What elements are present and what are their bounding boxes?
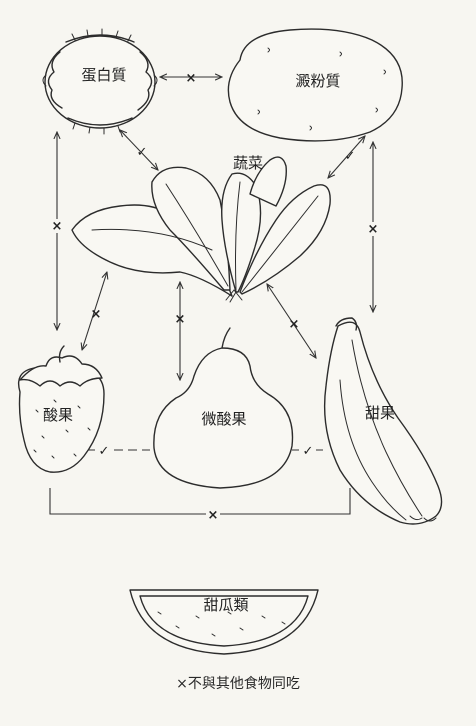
label-sweet-fruit: 甜果: [365, 404, 395, 422]
compatible-mark: ✓: [303, 444, 314, 459]
connection-protein-acidfruit: ×: [51, 132, 63, 330]
connection-protein-vegetables: ✓: [120, 130, 158, 170]
connection-protein-starch: ×: [160, 71, 222, 86]
connection-starch-sweetfruit: ×: [367, 142, 379, 312]
connection-starch-vegetables: ✓: [328, 136, 365, 178]
compatible-mark: ✓: [345, 149, 356, 164]
connection-vegetables-sweetfruit: ×: [267, 284, 316, 358]
label-protein: 蛋白質: [81, 66, 126, 84]
incompatible-mark: ×: [368, 222, 379, 237]
banana-icon: [323, 317, 443, 525]
connection-subacidfruit-sweetfruit: ✓: [292, 441, 328, 459]
potato-icon: [227, 28, 403, 142]
label-melons: 甜瓜類: [203, 596, 248, 614]
spinach-icon: [71, 156, 331, 303]
footnote: ×不與其他食物同吃: [176, 676, 300, 692]
connection-acidfruit-sweetfruit: ×: [49, 488, 351, 523]
label-acid-fruit: 酸果: [43, 406, 73, 424]
incompatible-mark: ×: [91, 307, 102, 322]
connection-acidfruit-subacidfruit: ✓: [86, 441, 150, 459]
compatible-mark: ✓: [99, 444, 110, 459]
incompatible-mark: ×: [289, 317, 300, 332]
label-vegetables: 蔬菜: [233, 154, 263, 172]
egg-icon: [42, 28, 158, 135]
compatible-mark: ✓: [137, 145, 148, 160]
incompatible-mark: ×: [186, 71, 197, 86]
label-starch: 澱粉質: [295, 72, 340, 90]
incompatible-mark: ×: [175, 312, 186, 327]
incompatible-mark: ×: [208, 508, 219, 523]
label-subacid-fruit: 微酸果: [201, 410, 246, 428]
connection-vegetables-subacidfruit: ×: [175, 282, 186, 380]
connection-vegetables-acidfruit: ×: [82, 272, 107, 350]
strawberry-icon: [17, 345, 105, 473]
pear-icon: [153, 327, 294, 489]
incompatible-mark: ×: [52, 219, 63, 234]
watermelon-icon: [129, 589, 319, 655]
